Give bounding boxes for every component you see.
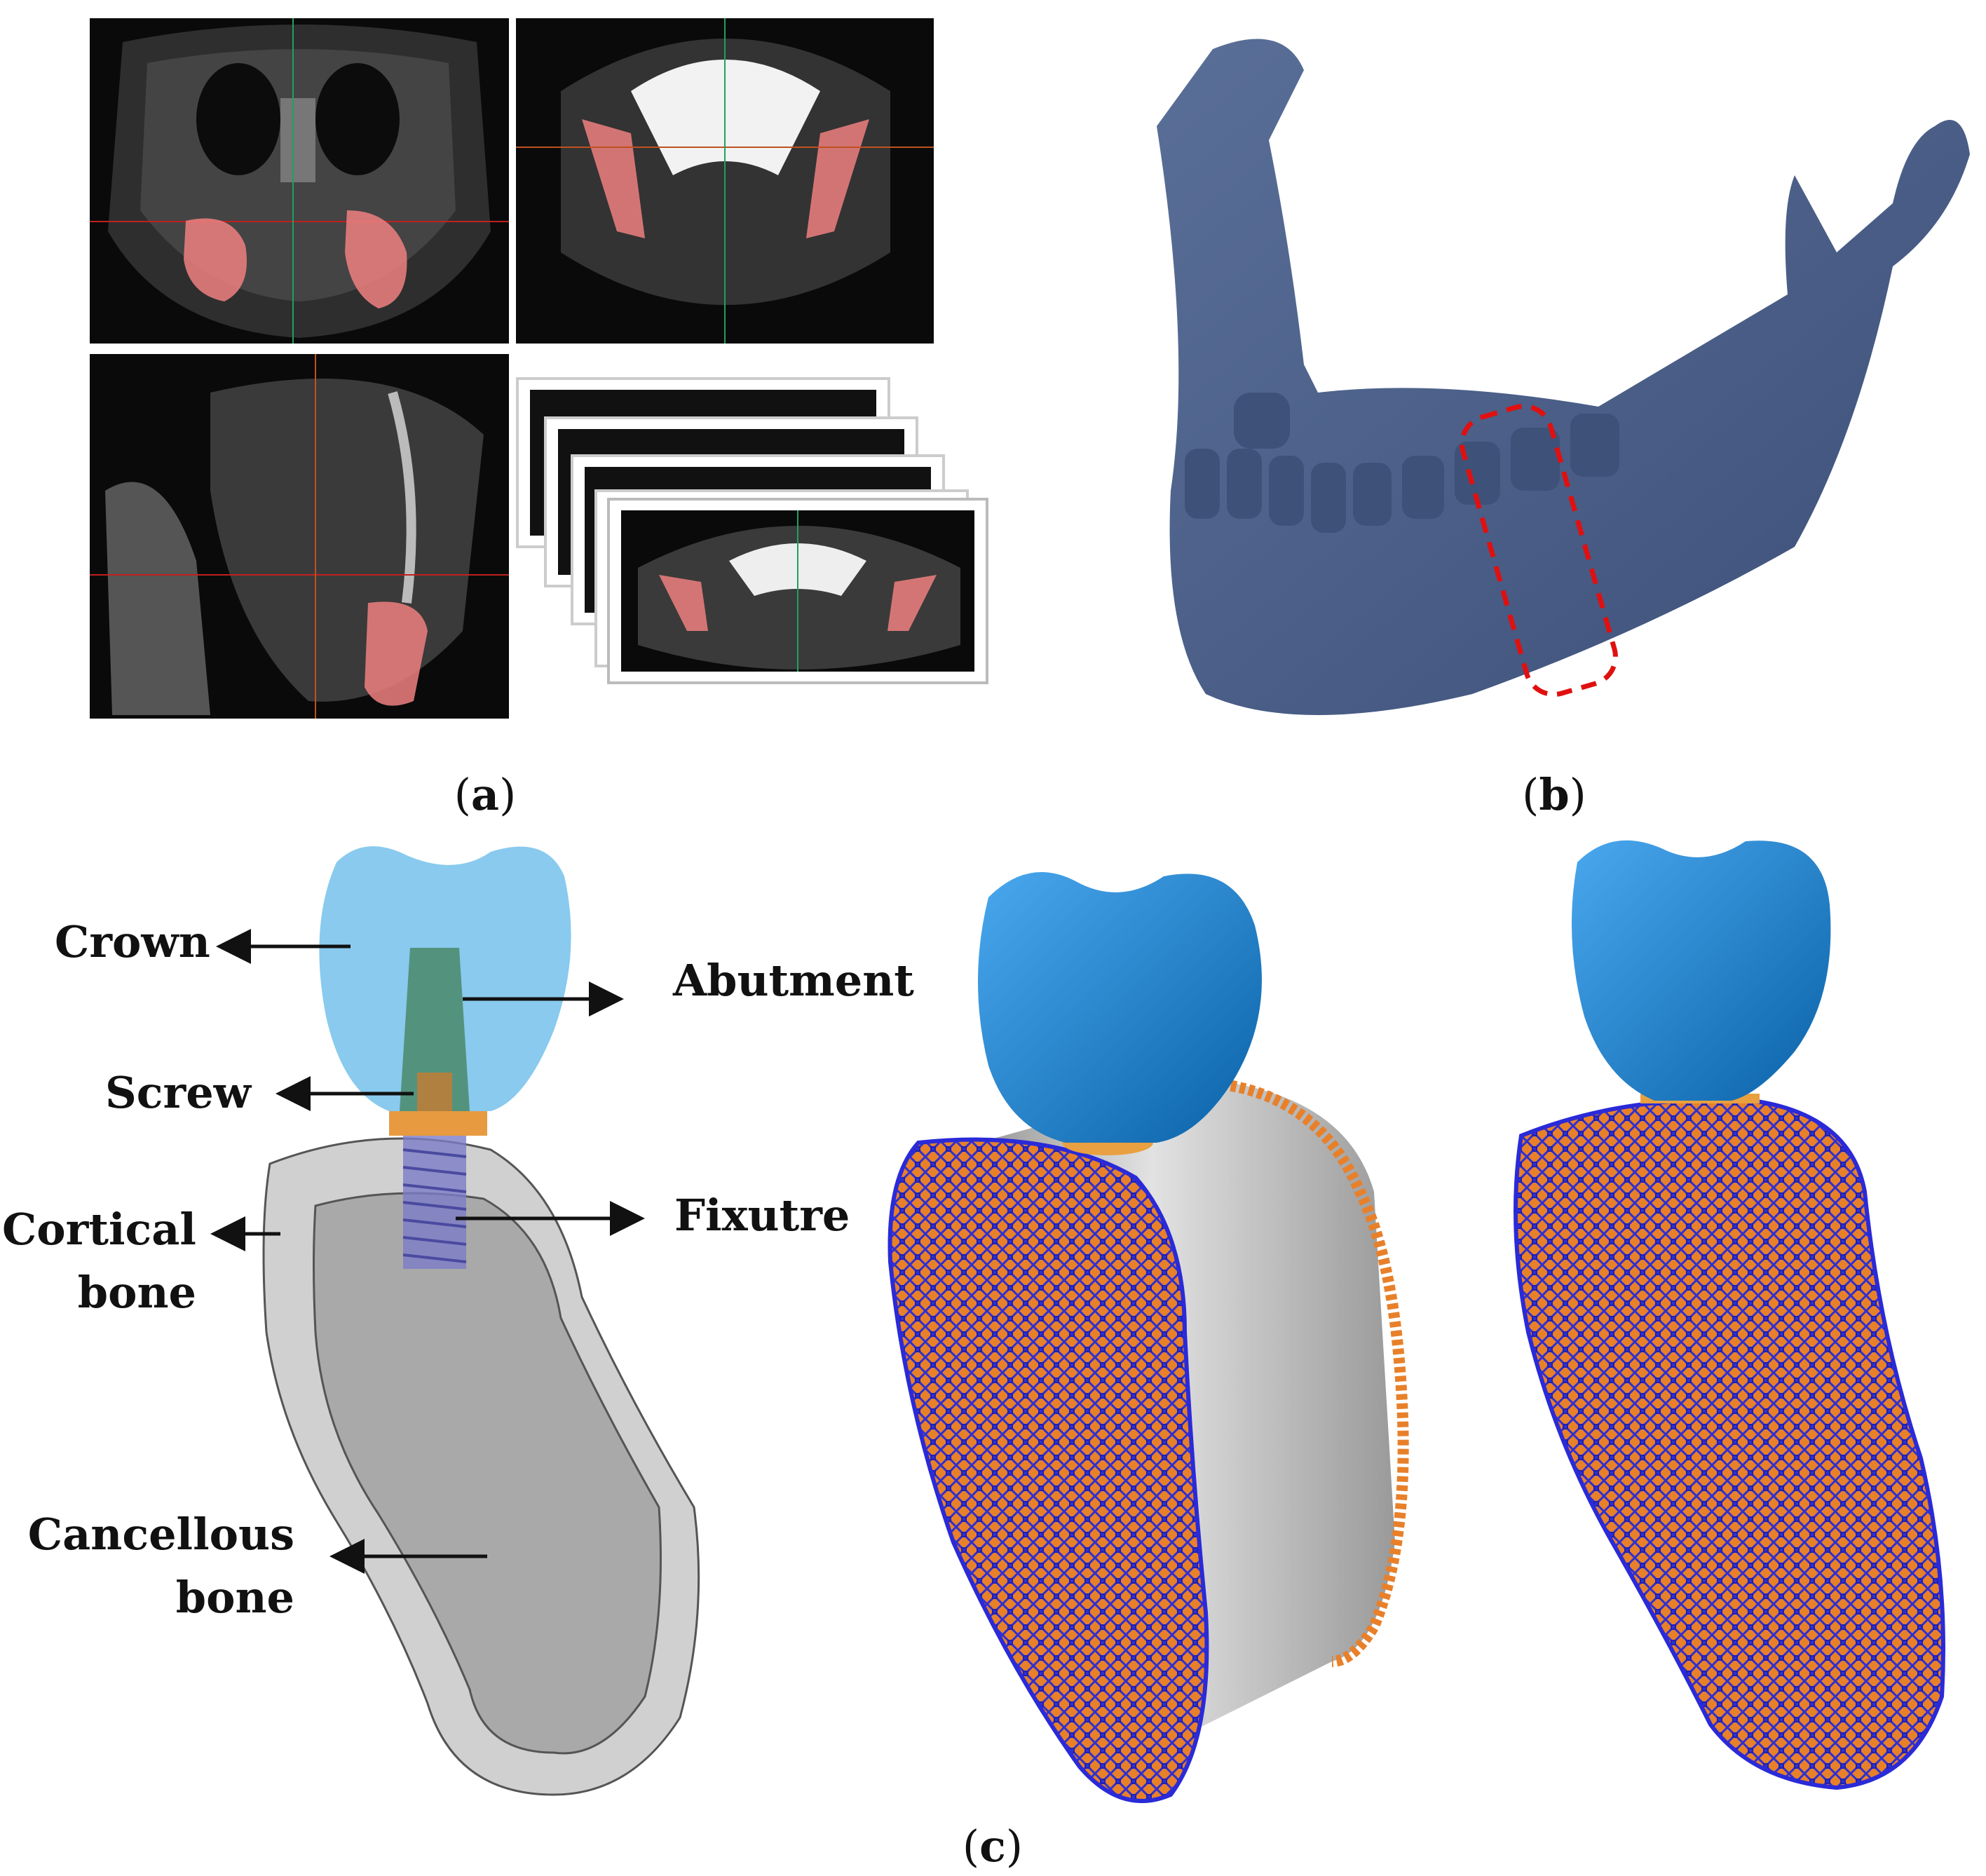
ct-coronal-view [90, 18, 509, 344]
label-abutment: Abutment [672, 955, 914, 1006]
mesh-full-body [1514, 1097, 1945, 1790]
label-cortical-line1: Cortical [2, 1204, 196, 1255]
panel-c: Crown Abutment Screw Cortical bone Fixut… [2, 840, 1945, 1872]
mesh-model-full [1514, 840, 1945, 1790]
segmentation-right [345, 210, 407, 308]
mesh-cut-face [887, 1137, 1209, 1803]
fixture [402, 1136, 467, 1269]
mesh-model-sectioned [887, 872, 1409, 1803]
label-cancellous-line2: bone [176, 1572, 294, 1623]
screw [417, 1073, 452, 1111]
mandible-model [1157, 39, 1970, 716]
svg-text:(b): (b) [1522, 769, 1586, 820]
crown-full-model [1572, 840, 1831, 1101]
label-fixture: Fixutre [674, 1190, 850, 1241]
ct-slice-stack [516, 377, 988, 684]
label-crown: Crown [55, 916, 210, 967]
label-cortical-line2: bone [78, 1267, 196, 1318]
ct-axial-view [516, 18, 934, 344]
label-cancellous-line1: Cancellous [28, 1509, 294, 1560]
cancellous-bone-shape [313, 1192, 662, 1755]
crown-mesh-model [978, 872, 1262, 1143]
ct-sagittal-view [90, 354, 509, 719]
svg-text:(a): (a) [454, 769, 517, 820]
svg-text:(c): (c) [963, 1821, 1023, 1872]
abutment [400, 948, 470, 1111]
implant-cross-section: Crown Abutment Screw Cortical bone Fixut… [2, 846, 914, 1796]
panel-b: (b) [1157, 39, 1970, 820]
label-screw: Screw [105, 1067, 252, 1118]
ct-front-slice [607, 498, 988, 684]
mandible-teeth [1185, 393, 1619, 533]
panel-a: (a) [90, 18, 988, 820]
segmentation-left [184, 218, 247, 301]
implant-collar [389, 1111, 487, 1136]
